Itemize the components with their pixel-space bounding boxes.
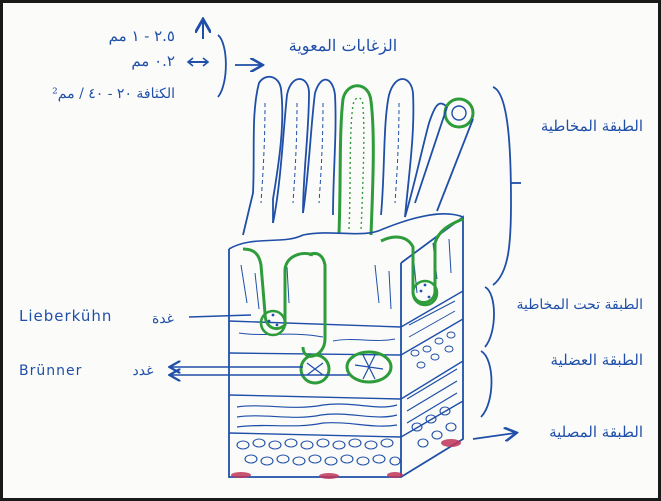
tissue-block	[229, 214, 463, 477]
lacteal	[293, 103, 297, 203]
mucosa-label: الطبقة المخاطية	[541, 117, 643, 135]
villus-2	[273, 79, 309, 223]
villi	[243, 77, 447, 235]
villus-height-text: ٢.٥ - ١ مم	[109, 27, 175, 45]
serosa-label: الطبقة المصلية	[549, 423, 643, 441]
muscularis-label: الطبقة العضلية	[551, 351, 643, 369]
villus-cross-section	[415, 99, 473, 211]
sectioned-villus	[339, 86, 373, 235]
crypt-epithelium	[268, 284, 431, 327]
intestinal-wall-diagram: ٢.٥ - ١ مم ٠.٢ مم الكثافة ٢٠ - ٤٠ / مم² …	[3, 3, 658, 498]
lacteal	[319, 103, 323, 203]
lieberkuhn-annotation: Lieberkühn غدة	[19, 307, 251, 327]
lieberkuhn-latin-label: Lieberkühn	[19, 307, 112, 325]
double-arrow-icon	[188, 58, 208, 66]
serosa-vessels	[231, 439, 461, 479]
lieberkuhn-pointer	[189, 315, 251, 317]
villus-1	[243, 77, 282, 235]
villus-dimensions-annotation: ٢.٥ - ١ مم ٠.٢ مم الكثافة ٢٠ - ٤٠ / مم² …	[52, 21, 397, 102]
brunner-latin-label: Brünner	[19, 363, 82, 379]
brunner-annotation: Brünner غدد	[19, 363, 349, 379]
submucosa-label: الطبقة تحت المخاطية	[517, 297, 643, 313]
lieberkuhn-arabic-label: غدة	[152, 311, 174, 327]
brunner-arabic-label: غدد	[133, 363, 154, 379]
muscle-cell-nuclei	[411, 332, 455, 368]
villus-4	[381, 79, 413, 217]
lacteal	[395, 103, 399, 203]
villus-density-text: الكثافة ٢٠ - ٤٠ / مم²	[52, 86, 175, 102]
lacteal	[261, 103, 265, 203]
villus-width-text: ٠.٢ مم	[131, 52, 175, 70]
dimensions-brace	[218, 35, 226, 97]
layer-braces	[473, 87, 521, 439]
villi-label: الزغابات المعوية	[289, 36, 397, 55]
